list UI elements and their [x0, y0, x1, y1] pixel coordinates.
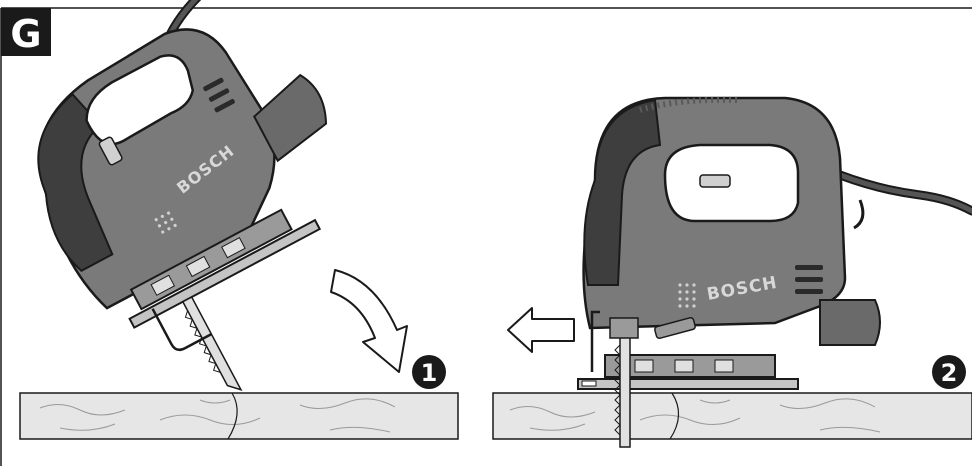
curved-arrow-down-icon — [330, 269, 408, 373]
arrow-left-icon — [507, 307, 575, 353]
workpiece-board-right — [492, 392, 972, 440]
figure-label-badge: G — [1, 8, 51, 56]
step-2-number: 2 — [941, 359, 958, 387]
jigsaw-tilted: BOSCH — [37, 0, 328, 392]
step-2-badge: 2 — [932, 355, 966, 389]
jigsaw-upright: BOSCH — [577, 96, 972, 448]
figure-label: G — [10, 12, 41, 56]
workpiece-board-left — [19, 392, 459, 440]
step-1-badge: 1 — [412, 355, 446, 389]
step-1-number: 1 — [421, 359, 438, 387]
